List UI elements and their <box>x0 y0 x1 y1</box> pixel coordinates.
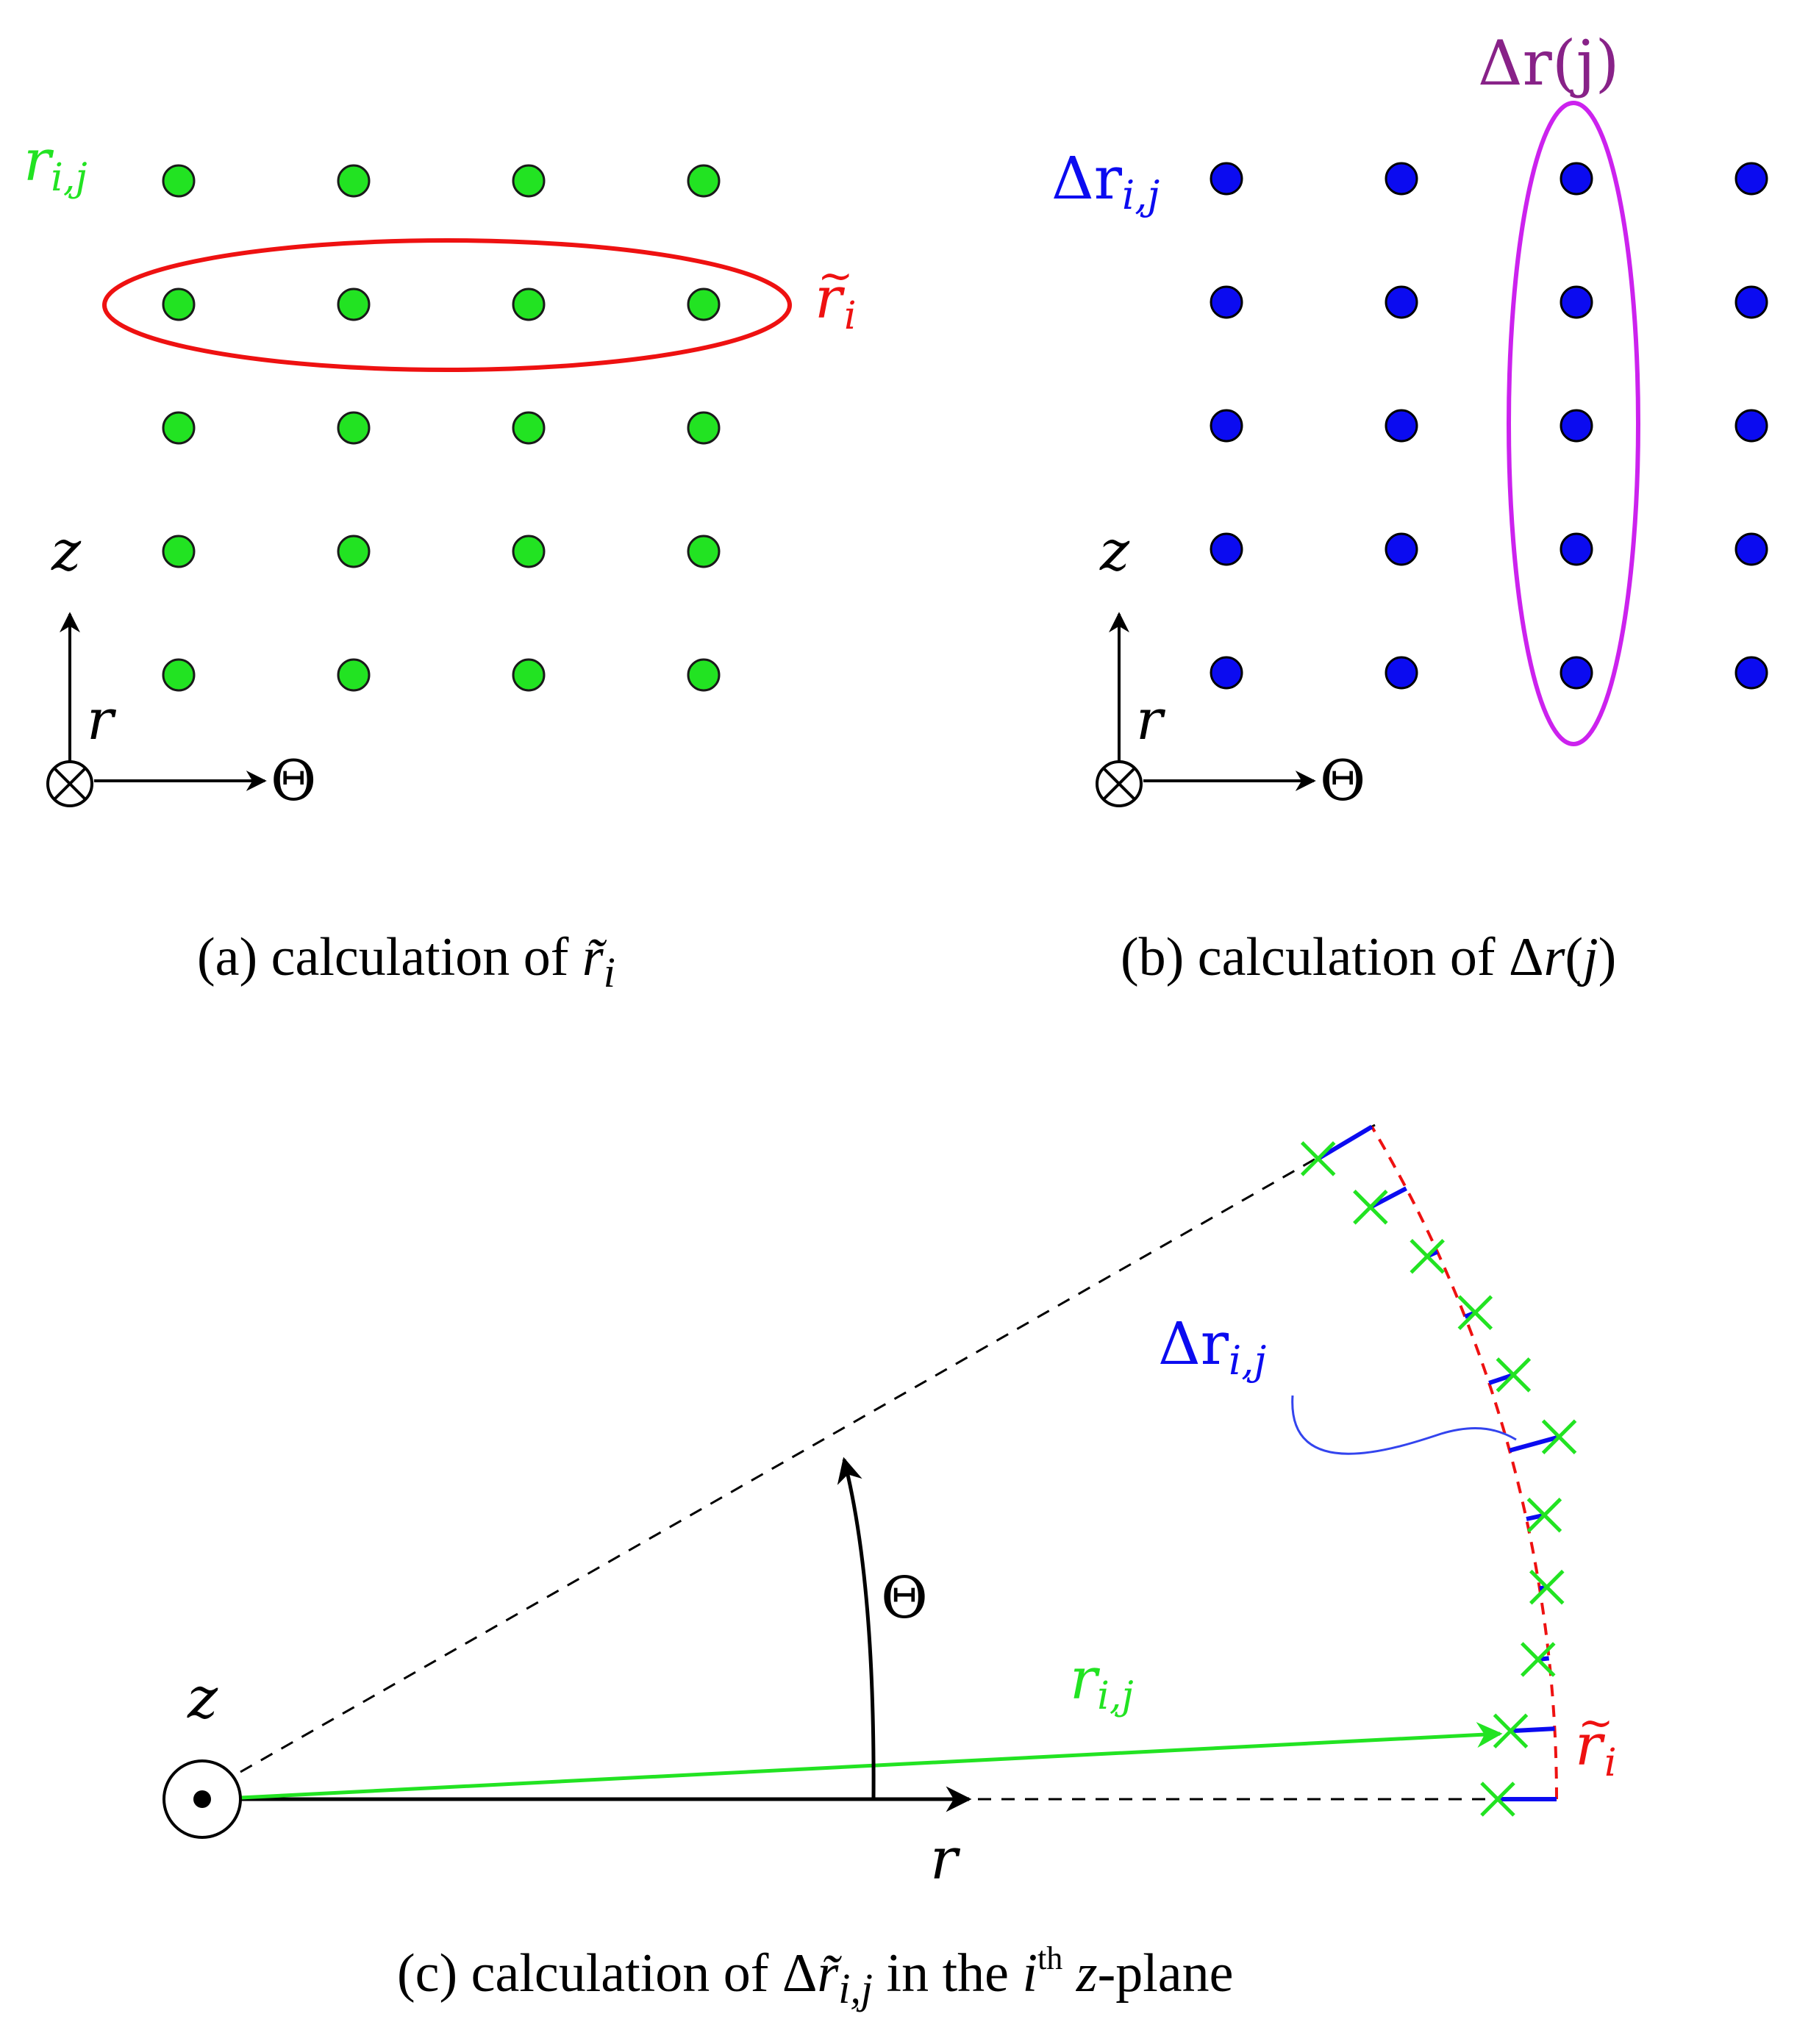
angle-label-theta: Θ <box>881 1565 928 1632</box>
caption-b: (b) calculation of Δr(j) <box>1121 927 1616 987</box>
panel-c: z r Θ ri,j r ~ i Δri,j (c) calculation o… <box>162 1123 1617 2012</box>
axes-a: z r Θ <box>46 518 316 813</box>
grid-point <box>1560 409 1593 443</box>
axis-label-z: z <box>1099 518 1130 583</box>
grid-point <box>1385 656 1418 690</box>
sample-marker-stroke-2 <box>1526 1497 1562 1533</box>
grid-point <box>1735 285 1768 319</box>
sample-marker-stroke-2 <box>1353 1190 1388 1225</box>
arc-label-sub: i <box>1604 1741 1617 1785</box>
grid-point <box>1560 162 1593 196</box>
sample-marker-stroke-2 <box>1496 1357 1532 1393</box>
grid-point <box>337 535 371 568</box>
grid-point <box>1210 162 1243 196</box>
grid-point <box>1385 285 1418 319</box>
grid-point <box>337 658 371 692</box>
grid-point <box>687 411 721 445</box>
grid-point <box>162 535 196 568</box>
grid-point <box>512 164 546 198</box>
grid-point <box>162 658 196 692</box>
grid-point <box>1560 656 1593 690</box>
grid-point <box>337 411 371 445</box>
delta-label-r-ij: Δri,j <box>1158 1309 1266 1384</box>
sample-marker-stroke-2 <box>1541 1419 1577 1455</box>
grid-point <box>512 287 546 321</box>
grid-point <box>1210 285 1243 319</box>
grid-point <box>162 287 196 321</box>
sample-marker-stroke-2 <box>1300 1141 1336 1176</box>
axis-label-theta: Θ <box>271 748 316 813</box>
panel-b: Δri,j Δr(j) z r Θ (b) calculation of Δr(… <box>1051 27 1768 987</box>
tilde-mark: ~ <box>818 251 854 301</box>
grid-point <box>1210 656 1243 690</box>
grid-point <box>1385 532 1418 566</box>
sample-marker-stroke-2 <box>1410 1238 1445 1274</box>
caption-a: (a) calculation of r̃i <box>197 927 615 996</box>
axis-label-z: z <box>187 1665 218 1732</box>
grid-point <box>1385 409 1418 443</box>
green-point-grid <box>162 164 721 692</box>
delta-leader-curve <box>1291 1395 1517 1455</box>
caption-c: (c) calculation of Δr̃i,j in the ith z-p… <box>397 1940 1234 2012</box>
grid-point <box>512 535 546 568</box>
deviation-segment <box>1510 1726 1555 1734</box>
into-page-cross-2 <box>1102 767 1136 801</box>
grid-point <box>1385 162 1418 196</box>
tilde-mark: ~ <box>1578 1698 1614 1748</box>
deviation-segment <box>1509 1434 1560 1453</box>
out-of-page-dot <box>193 1790 211 1808</box>
row-selection-ellipse <box>102 238 792 372</box>
sample-marker-stroke-2 <box>1480 1782 1515 1817</box>
grid-point <box>1735 532 1768 566</box>
grid-point <box>1210 409 1243 443</box>
axis-label-r: r <box>930 1826 961 1893</box>
theta-angle-arc <box>837 1457 876 1800</box>
grid-point <box>1735 656 1768 690</box>
point-label-r-ij: ri,j <box>24 128 87 200</box>
grid-point <box>1735 162 1768 196</box>
into-page-cross-2 <box>53 767 87 801</box>
deviation-segment <box>1317 1124 1373 1161</box>
r-ij-vector <box>240 1722 1503 1800</box>
axis-label-theta: Θ <box>1320 748 1365 813</box>
grid-point <box>687 658 721 692</box>
point-label-delta-r-ij: Δri,j <box>1051 144 1160 218</box>
axis-label-z: z <box>51 518 82 583</box>
vector-label-r-ij: ri,j <box>1070 1646 1134 1718</box>
arc-label-symbol: r <box>1575 1712 1606 1779</box>
deviation-segment <box>1369 1186 1407 1209</box>
ring-label-sub: i <box>844 294 857 338</box>
sample-marker-stroke-2 <box>1529 1569 1565 1605</box>
ring-label-symbol: r <box>815 265 846 332</box>
grid-point <box>687 287 721 321</box>
grid-point <box>337 164 371 198</box>
arc-label-r-tilde-i: r ~ i <box>1575 1698 1617 1785</box>
grid-point <box>162 411 196 445</box>
column-selection-ellipse <box>1507 101 1640 746</box>
grid-point <box>1735 409 1768 443</box>
ring-label-r-tilde-i: r ~ i <box>815 251 857 338</box>
grid-point <box>337 287 371 321</box>
panel-a: ri,j r ~ i z r Θ (a) calculation of r̃i <box>24 128 857 996</box>
ring-label-delta-r-j: Δr(j) <box>1478 27 1619 99</box>
blue-point-grid <box>1210 162 1768 690</box>
radius-arc <box>1371 1126 1558 1800</box>
axis-label-r: r <box>87 687 117 752</box>
sector-upper-boundary <box>240 1123 1376 1773</box>
grid-point <box>1560 285 1593 319</box>
axis-label-r: r <box>1136 687 1166 752</box>
sample-marker-stroke-2 <box>1521 1642 1556 1677</box>
grid-point <box>687 535 721 568</box>
grid-point <box>687 164 721 198</box>
grid-point <box>1560 532 1593 566</box>
grid-point <box>162 164 196 198</box>
grid-point <box>512 658 546 692</box>
arc-markers <box>1300 1124 1577 1817</box>
deviation-segment <box>1488 1373 1515 1385</box>
axes-b: z r Θ <box>1096 518 1365 813</box>
sample-marker-stroke-2 <box>1457 1295 1493 1331</box>
grid-point <box>512 411 546 445</box>
grid-point <box>1210 532 1243 566</box>
